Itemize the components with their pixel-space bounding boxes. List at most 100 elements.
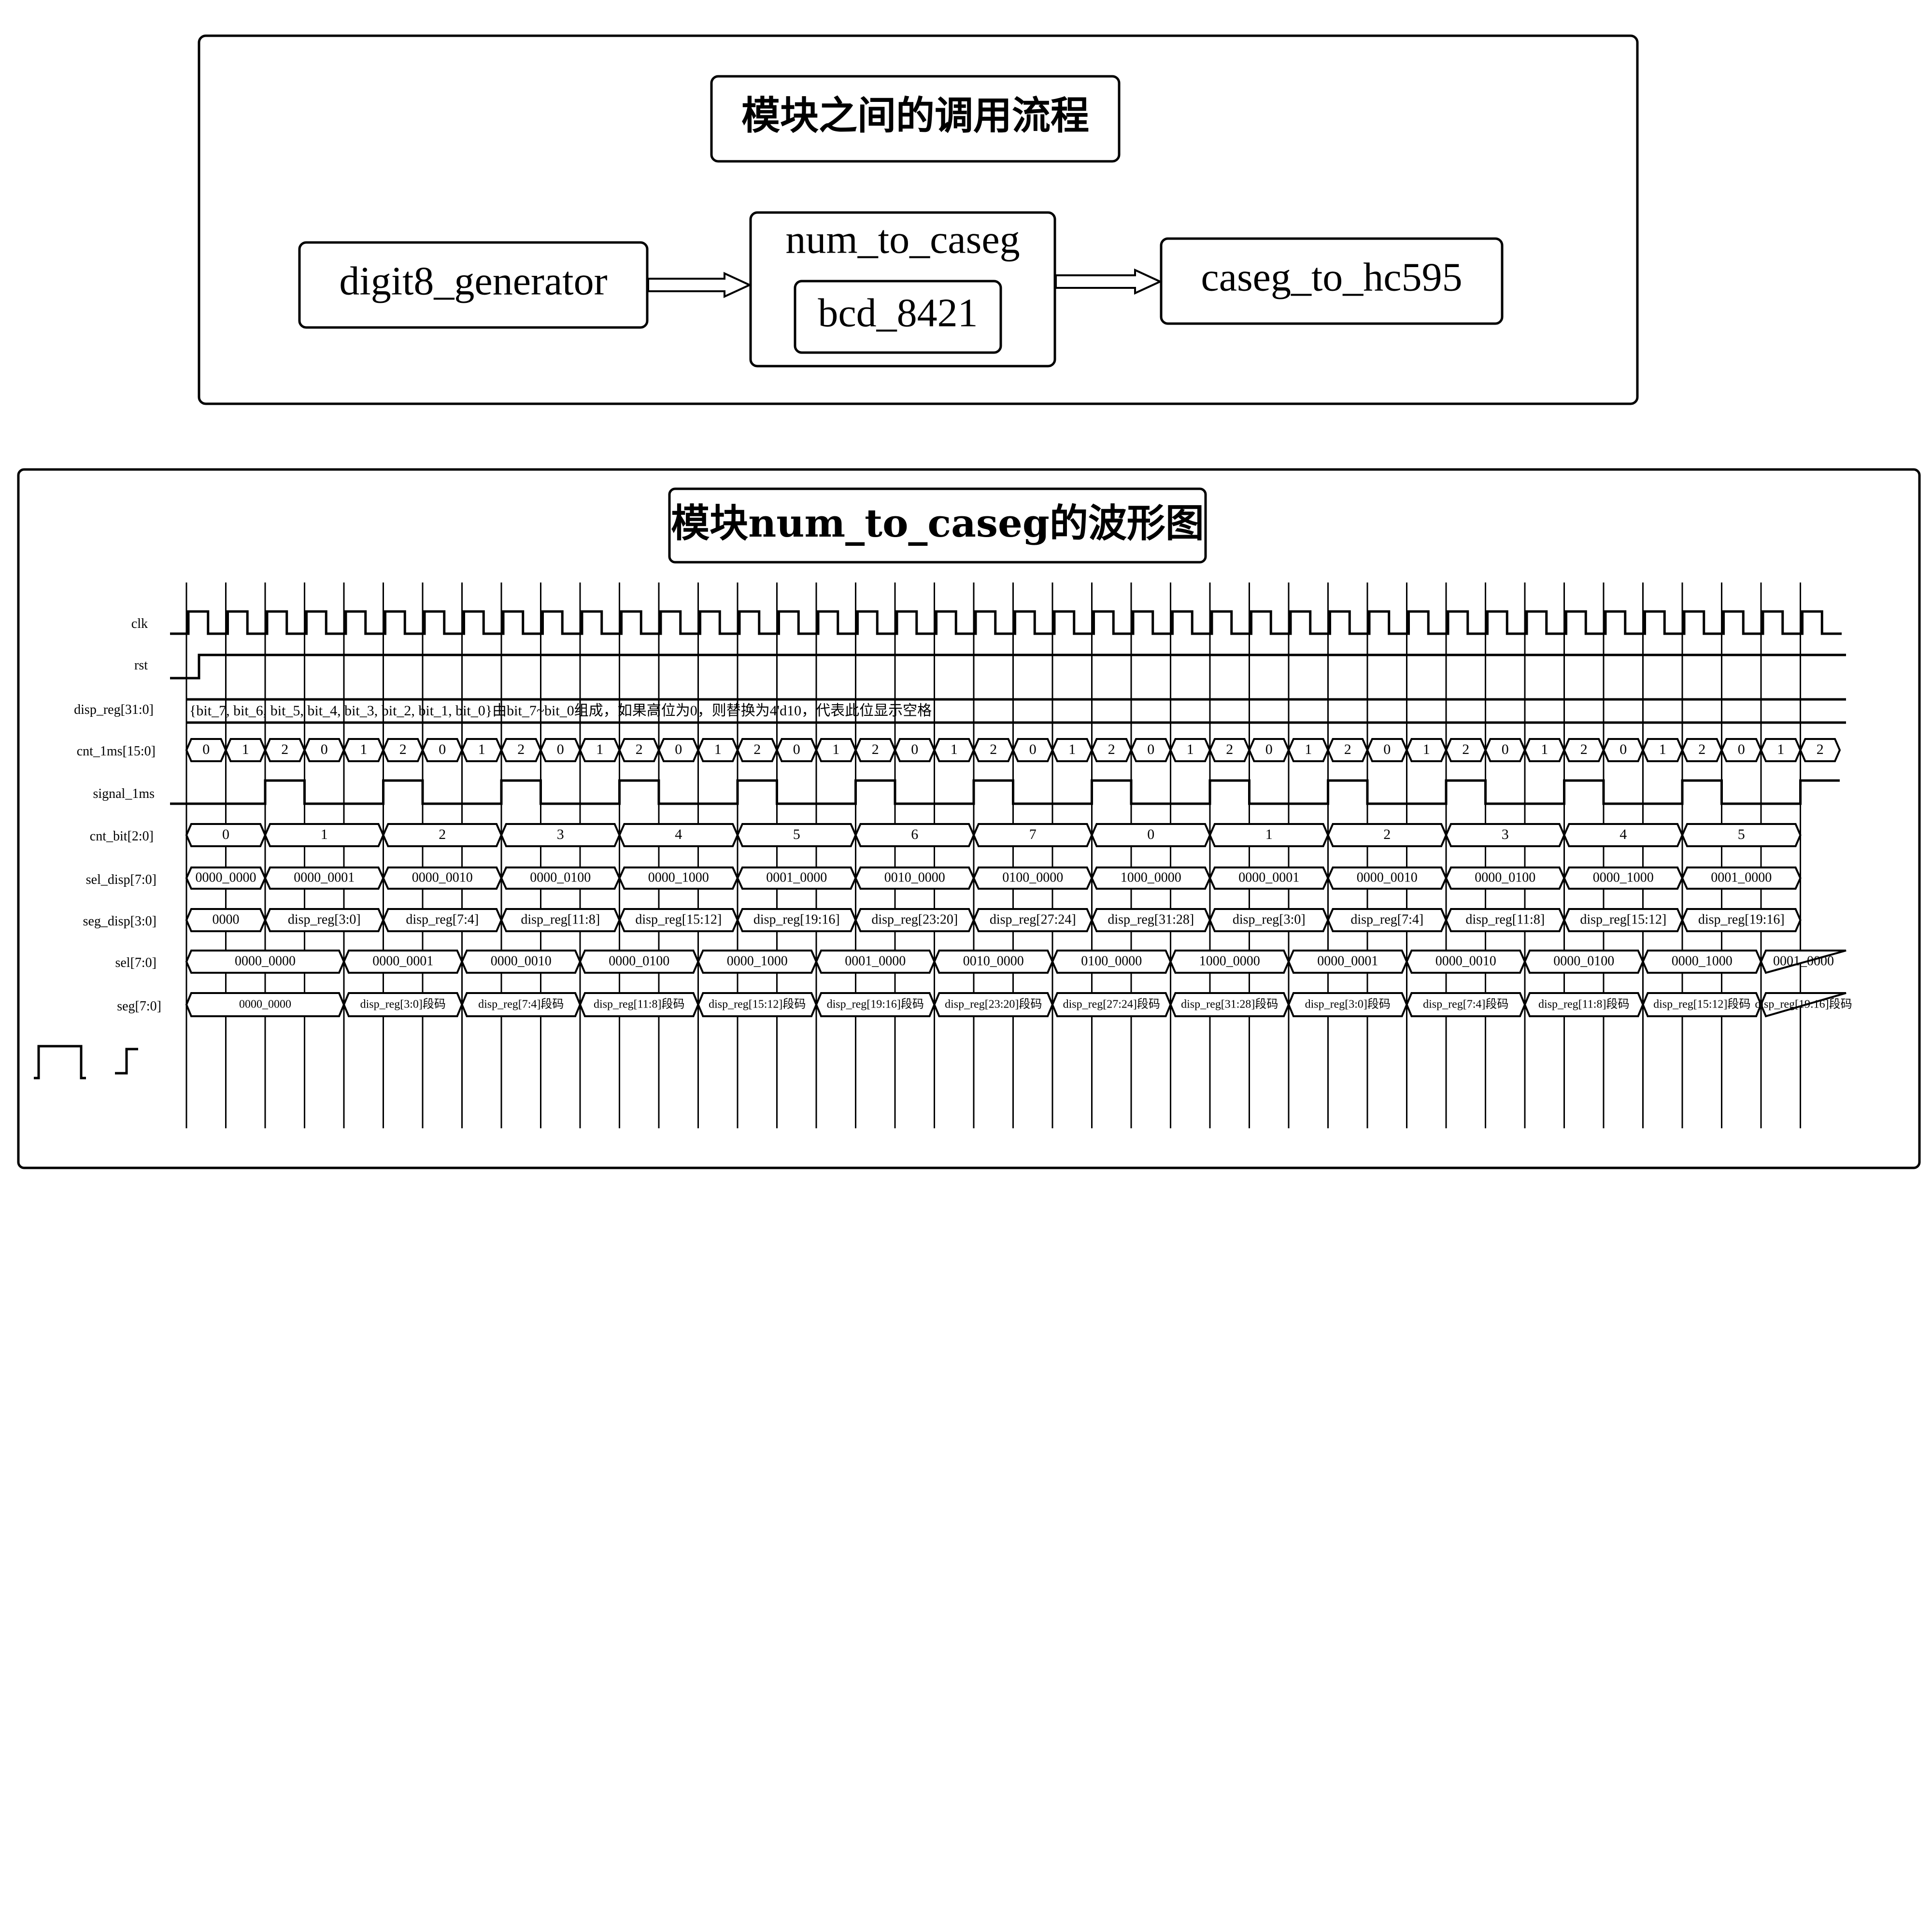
cnt-1ms-value: 1 [242,741,249,757]
cnt-1ms-value: 2 [1817,741,1824,757]
cnt-1ms-segment [225,738,267,762]
cnt-1ms-value: 0 [1029,741,1037,757]
sel-disp-value: 0000_0001 [1238,870,1299,885]
waveform-title: 模块num_to_caseg的波形图 [671,500,1204,546]
cnt-1ms-value: 0 [321,741,328,757]
cnt-1ms-segment [1051,738,1093,762]
seg-disp-segment [500,908,621,932]
seg-value: disp_reg[27:24]段码 [1063,998,1160,1011]
cnt-1ms-value: 0 [793,741,800,757]
seg-value: disp_reg[7:4]段码 [478,998,564,1011]
seg-segment [1760,992,1847,1018]
cnt-1ms-segment [303,738,345,762]
signal-label-signal-1ms: signal_1ms [93,786,155,801]
cnt-1ms-segment [1681,738,1723,762]
cnt-1ms-value: 1 [596,741,603,757]
cnt-bit-segment [1091,823,1211,847]
seg-disp-segment [1091,908,1211,932]
seg-value: disp_reg[3:0]段码 [360,998,446,1011]
sel-segment [461,950,582,974]
sel-disp-value: 0100_0000 [1002,870,1063,885]
cnt-1ms-segment [1760,738,1802,762]
cnt-1ms-segment [1799,738,1841,762]
sel-value: 0000_0100 [609,953,669,968]
seg-disp-value: disp_reg[11:8] [1465,912,1545,927]
sel-value: 0010_0000 [963,953,1024,968]
signal-label-sel: sel[7:0] [115,955,156,970]
sel-value: 0000_0000 [235,953,296,968]
cnt-1ms-segment [657,738,699,762]
seg-disp-value: disp_reg[23:20] [871,912,958,927]
sel-disp-segment [185,867,267,890]
sel-segment [1406,950,1526,974]
cnt-bit-segment [972,823,1093,847]
sel-disp-value: 0000_0100 [1475,870,1535,885]
clk-waveform [170,610,1842,635]
cnt-bit-segment [618,823,739,847]
cnt-1ms-value: 1 [360,741,367,757]
cnt-bit-segment [382,823,503,847]
cnt-1ms-value: 2 [1580,741,1588,757]
seg-value: disp_reg[11:8]段码 [594,998,684,1011]
cnt-bit-value: 0 [222,826,229,842]
seg-segment [1406,992,1526,1017]
cnt-1ms-value: 0 [1738,741,1745,757]
sel-disp-segment [1091,867,1211,890]
sel-disp-segment [736,867,857,890]
seg-disp-value: disp_reg[31:28] [1108,912,1194,927]
cnt-1ms-segment [185,738,227,762]
cnt-1ms-value: 1 [1541,741,1548,757]
module-bcd-8421-label: bcd_8421 [818,290,978,335]
pulse-legend-icon [34,1045,86,1080]
cnt-bit-value: 4 [675,826,682,842]
seg-segment [1051,992,1172,1017]
cnt-1ms-segment [1327,738,1369,762]
seg-disp-value: disp_reg[19:16] [753,912,840,927]
sel-disp-value: 0001_0000 [766,870,827,885]
cnt-bit-segment [1445,823,1565,847]
seg-value: disp_reg[19:16]段码 [827,998,924,1011]
sel-disp-segment [618,867,739,890]
sel-disp-segment [500,867,621,890]
cnt-bit-value: 0 [1147,826,1154,842]
cnt-1ms-value: 2 [753,741,761,757]
sel-disp-segment [854,867,975,890]
cnt-1ms-segment [421,738,463,762]
seg-disp-segment [1681,908,1802,932]
seg-segment [1523,992,1644,1017]
cnt-1ms-segment [1091,738,1133,762]
flow-title: 模块之间的调用流程 [741,93,1089,138]
signal-label-rst: rst [134,658,148,673]
cnt-bit-segment [854,823,975,847]
cnt-1ms-segment [264,738,306,762]
seg-disp-value: 0000 [213,912,240,927]
cnt-1ms-segment [1208,738,1250,762]
sel-segment [933,950,1054,974]
seg-disp-segment [1208,908,1329,932]
seg-disp-value: disp_reg[7:4] [406,912,479,927]
cnt-bit-value: 5 [1738,826,1745,842]
cnt-bit-segment [500,823,621,847]
seg-disp-value: disp_reg[3:0] [288,912,361,927]
module-bcd-8421 [794,280,1002,354]
sel-disp-segment [972,867,1093,890]
sel-segment [1523,950,1644,974]
cnt-1ms-segment [342,738,384,762]
cnt-1ms-segment [815,738,857,762]
cnt-1ms-segment [1366,738,1408,762]
cnt-1ms-value: 2 [636,741,643,757]
sel-segment [1760,950,1847,974]
seg-segment [342,992,463,1017]
sel-disp-value: 0000_0100 [530,870,591,885]
seg-disp-value: disp_reg[15:12] [1580,912,1666,927]
seg-segment [933,992,1054,1017]
cnt-1ms-value: 1 [714,741,722,757]
cnt-1ms-segment [1563,738,1605,762]
cnt-1ms-segment [500,738,542,762]
seg-disp-value: disp_reg[19:16] [1698,912,1785,927]
seg-disp-segment [185,908,267,932]
cnt-bit-segment [1563,823,1684,847]
sel-disp-segment [1563,867,1684,890]
cnt-1ms-segment [1248,738,1290,762]
